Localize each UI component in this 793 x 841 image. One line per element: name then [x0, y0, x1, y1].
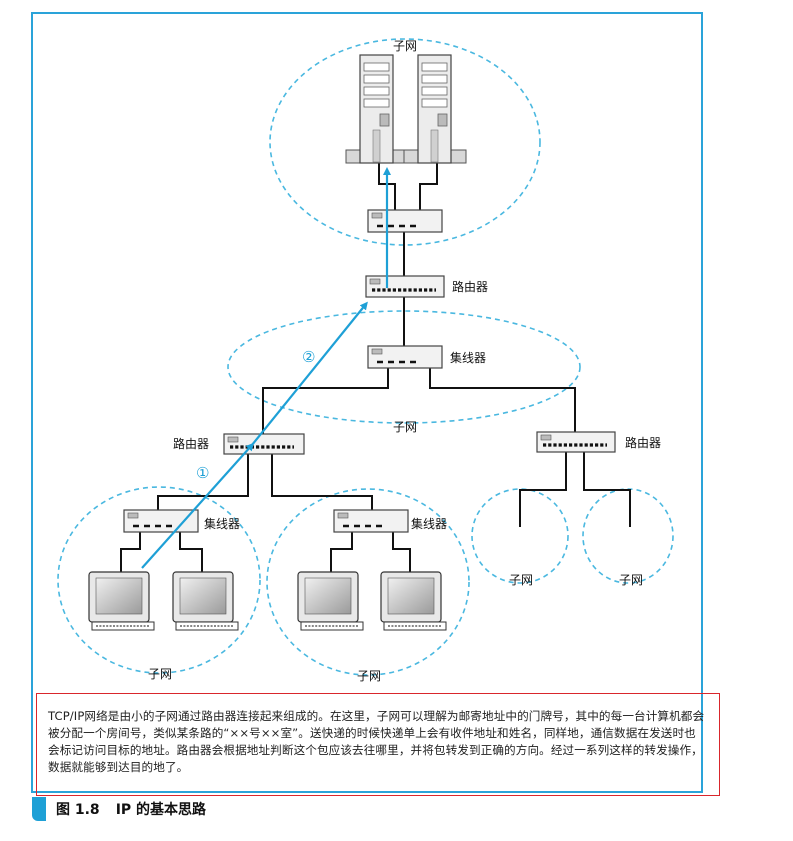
router-top-label: 路由器 [452, 279, 488, 294]
hub-middle-label: 集线器 [450, 350, 486, 365]
server-left [345, 54, 409, 164]
router-top [365, 275, 445, 298]
hub-center [333, 509, 409, 533]
subnet-middle-label: 子网 [393, 420, 417, 434]
subnet-right-a-ellipse [471, 488, 569, 584]
subnet-top-ellipse [269, 38, 541, 246]
router-left [223, 433, 305, 455]
subnet-center-label: 子网 [357, 669, 381, 683]
figure-name: IP 的基本思路 [115, 802, 207, 818]
step2-marker: ② [302, 348, 315, 366]
subnet-left-ellipse [57, 486, 261, 674]
subnet-right-b-label: 子网 [619, 573, 643, 587]
computer-3 [297, 571, 364, 631]
router-right-label: 路由器 [625, 435, 661, 450]
subnet-right-a-label: 子网 [509, 573, 533, 587]
subnet-middle-ellipse [227, 310, 581, 424]
step1-marker: ① [196, 464, 209, 482]
server-right [403, 54, 467, 164]
caption-text: TCP/IP网络是由小的子网通过路由器连接起来组成的。在这里，子网可以理解为邮寄… [48, 709, 705, 774]
computer-1 [88, 571, 155, 631]
figure-label: 图 1.8 [56, 802, 100, 818]
hub-top [367, 209, 443, 233]
path-arrow-step2 [251, 301, 368, 446]
hub-left [123, 509, 199, 533]
computer-2 [172, 571, 239, 631]
figure-frame [31, 12, 703, 793]
figure-title: 图 1.8 IP 的基本思路 [32, 797, 206, 821]
computer-4 [380, 571, 447, 631]
subnet-center-ellipse [266, 488, 470, 676]
hub-center-label: 集线器 [411, 516, 447, 531]
subnet-top-label: 子网 [393, 39, 417, 53]
router-left-label: 路由器 [173, 436, 209, 451]
path-arrow-step1 [141, 442, 254, 569]
caption-box: TCP/IP网络是由小的子网通过路由器连接起来组成的。在这里，子网可以理解为邮寄… [36, 693, 720, 796]
hub-left-label: 集线器 [204, 516, 240, 531]
router-right [536, 431, 616, 453]
figure-title-marker [32, 797, 46, 821]
subnet-left-label: 子网 [148, 667, 172, 681]
subnet-right-b-ellipse [582, 488, 674, 584]
hub-middle [367, 345, 443, 369]
